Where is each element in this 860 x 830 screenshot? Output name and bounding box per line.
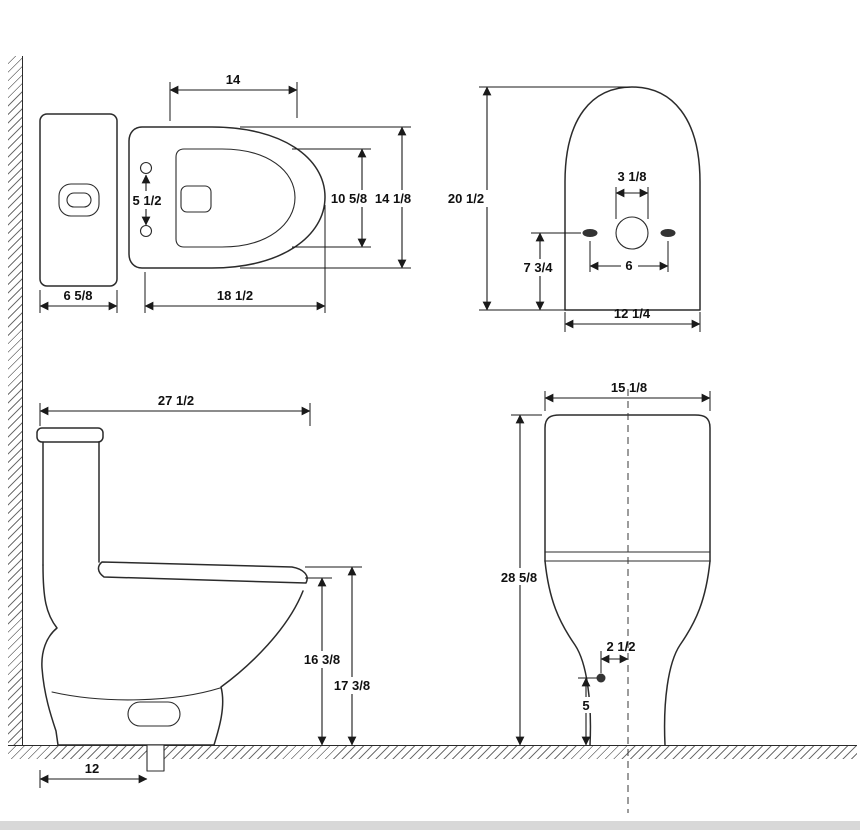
dim-rough-in: 12: [39, 761, 148, 788]
side-view: 27 1/2 16 3/8 17 3/8 12: [36, 393, 376, 788]
bowl-side-right: [663, 560, 711, 746]
dim-label-seat-outer-length: 14 1/8: [375, 191, 411, 206]
bowl-body-profile: [41, 564, 304, 746]
label-mask: [621, 258, 638, 274]
supply-hole-dot: [596, 673, 606, 683]
dim-bolt-spacing: 6: [589, 241, 669, 274]
dim-label-overall-height: 28 5/8: [501, 570, 537, 585]
label-mask: [496, 568, 543, 585]
dim-label-tank-depth: 6 5/8: [64, 288, 93, 303]
valve-cap-circle: [615, 216, 649, 250]
trap-opening: [180, 185, 212, 213]
seat-bolt-right: [660, 229, 676, 237]
tank-lid-outline: [564, 86, 701, 311]
dim-front-width: 15 1/8: [544, 380, 711, 411]
dim-label-lid-width: 14: [226, 72, 241, 87]
base-contour-line: [51, 687, 221, 701]
dim-seat-height: 16 3/8: [299, 577, 346, 746]
dim-label-rim-height: 17 3/8: [334, 678, 370, 693]
hinge-bolt-top: [139, 161, 153, 175]
dim-lid-width: 14: [169, 72, 298, 121]
dim-tank-top-width: 12 1/4: [564, 306, 701, 332]
floor-drain-mark: [146, 744, 165, 772]
dim-tank-overall-depth: 20 1/2: [443, 86, 630, 311]
bowl-opening-outline: [175, 148, 296, 248]
dim-label-rough-in: 12: [85, 761, 99, 776]
flush-button-bezel: [58, 183, 100, 217]
dim-bowl-inner-length: 10 5/8: [292, 148, 372, 248]
dim-label-bowl-inner-length: 10 5/8: [331, 191, 367, 206]
dim-bolt-offset: 7 3/4: [517, 232, 581, 311]
dim-label-front-width: 15 1/8: [611, 380, 647, 395]
dim-label-tank-top-width: 12 1/4: [614, 306, 651, 321]
label-mask: [329, 677, 376, 694]
front-view: 15 1/8 28 5/8 2 1/2 5: [496, 380, 711, 813]
dim-label-hinge-spacing: 5 1/2: [133, 193, 162, 208]
bottom-bar: [0, 821, 860, 830]
tank-top-view: 20 1/2 3 1/8 6 7 3/4: [443, 86, 701, 332]
floor-hatch: [8, 745, 857, 759]
label-mask: [577, 697, 595, 713]
plan-view: 14 5 1/2 10 5/8 14 1/8: [39, 72, 416, 313]
dim-valve-cap: 3 1/8: [615, 169, 649, 219]
label-mask: [443, 190, 489, 207]
dim-supply-height: 5: [577, 677, 597, 746]
dim-side-overall-depth: 27 1/2: [39, 393, 311, 426]
dim-label-seat-height: 16 3/8: [304, 652, 340, 667]
label-mask: [370, 190, 416, 207]
hinge-bolt-bottom: [139, 224, 153, 238]
dim-label-valve-cap: 3 1/8: [618, 169, 647, 184]
tank-top-outline: [39, 113, 118, 287]
dim-overall-height: 28 5/8: [496, 414, 543, 746]
seat-lid-profile: [97, 561, 308, 584]
dim-label-supply-height: 5: [582, 698, 589, 713]
bowl-side-left: [544, 560, 592, 746]
dim-label-bolt-spacing: 6: [625, 258, 632, 273]
label-mask: [517, 259, 560, 276]
dim-label-side-overall-depth: 27 1/2: [158, 393, 194, 408]
label-mask: [299, 651, 346, 668]
dim-hinge-spacing: 5 1/2: [133, 174, 162, 226]
dim-supply-offset: 2 1/2: [600, 639, 636, 673]
dim-tank-depth: 6 5/8: [39, 288, 118, 313]
tank-lid-side: [36, 427, 104, 443]
dim-label-supply-offset: 2 1/2: [607, 639, 636, 654]
dim-label-tank-overall-depth: 20 1/2: [448, 191, 484, 206]
dim-label-bolt-offset: 7 3/4: [524, 260, 554, 275]
wall-hatch: [8, 56, 23, 745]
dim-label-seat-length: 18 1/2: [217, 288, 253, 303]
flush-button: [66, 192, 92, 208]
dim-rim-height: 17 3/8: [305, 566, 376, 746]
dim-seat-length: 18 1/2: [144, 205, 326, 313]
label-mask: [326, 190, 372, 207]
seat-bolt-left: [582, 229, 598, 237]
trap-access-oval: [127, 701, 181, 727]
